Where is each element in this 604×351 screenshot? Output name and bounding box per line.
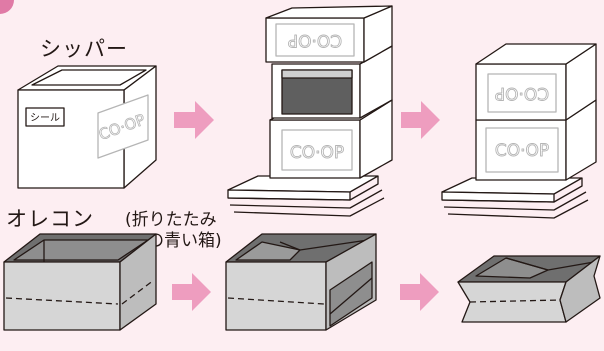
orecon-note-line1: (折りたたみ — [125, 210, 217, 230]
coop-logo-front: CO·OP — [290, 143, 344, 163]
corner-accent — [0, 0, 14, 14]
shipper-box-stacked: CO·OP CO·OP — [441, 43, 597, 219]
arrow-right-icon — [172, 273, 211, 311]
coop-logo-front: CO·OP — [495, 141, 549, 161]
seal-label: シール — [30, 113, 60, 124]
orecon-box-folded — [457, 255, 601, 323]
shipper-box-closed: シール CO·OP — [17, 65, 157, 189]
arrow-right-icon — [174, 101, 214, 139]
coop-logo-upside-down: CO·OP — [288, 30, 342, 50]
coop-logo-upside-down: CO·OP — [495, 83, 549, 103]
orecon-note-line2: の青い箱) — [147, 231, 222, 251]
arrow-right-icon — [401, 101, 440, 139]
shipper-box-opening: CO·OP CO·OP — [227, 5, 393, 217]
orecon-box-open — [3, 233, 157, 331]
arrow-right-icon — [400, 273, 439, 311]
shipper-label: シッパー — [40, 37, 128, 61]
orecon-box-folding — [225, 233, 377, 331]
orecon-label: オレコン — [6, 207, 94, 231]
